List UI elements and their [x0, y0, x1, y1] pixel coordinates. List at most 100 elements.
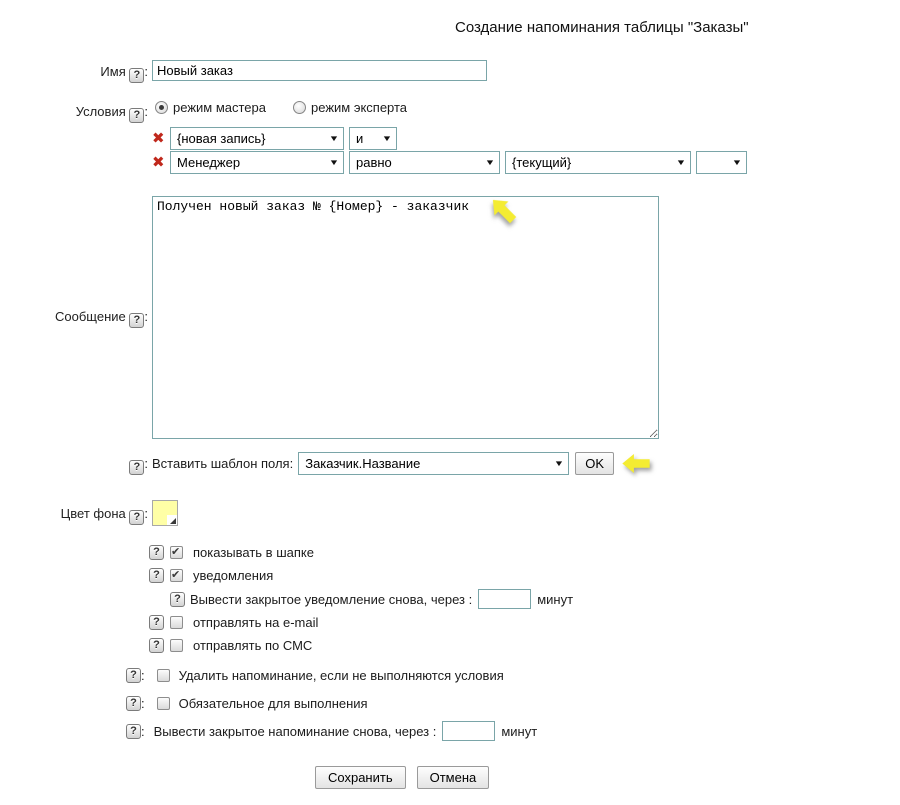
- reopen-notification-suffix: минут: [537, 591, 574, 607]
- help-icon[interactable]: ?: [149, 568, 164, 583]
- conditions-label: Условия ?:: [0, 100, 148, 123]
- insert-template-label: Вставить шаблон поля:: [152, 456, 294, 471]
- option-reopen-reminder-row: ?: Вывести закрытое напоминание снова, ч…: [0, 721, 900, 745]
- mandatory-label: Обязательное для выполнения: [178, 696, 368, 711]
- help-icon[interactable]: ?: [126, 668, 141, 683]
- delete-condition-icon[interactable]: ✖: [152, 129, 165, 147]
- send-sms-checkbox[interactable]: ✔: [170, 639, 183, 652]
- help-icon[interactable]: ?: [129, 68, 145, 83]
- condition-field-value: Менеджер: [177, 155, 241, 170]
- colon: :: [144, 506, 148, 521]
- reopen-reminder-suffix: минут: [501, 723, 538, 739]
- template-field-select[interactable]: Заказчик.Название ▼: [298, 452, 570, 475]
- condition-value-select[interactable]: {текущий} ▼: [505, 151, 691, 174]
- help-icon[interactable]: ?: [149, 545, 164, 560]
- save-button[interactable]: Сохранить: [315, 766, 406, 789]
- chevron-down-icon: ▼: [328, 134, 340, 143]
- insert-template-row: ?: Вставить шаблон поля: Заказчик.Назван…: [0, 452, 900, 476]
- option-delete-if-not-met-row: ?: ✔ Удалить напоминание, если не выполн…: [0, 668, 900, 692]
- name-label: Имя ?:: [0, 60, 148, 83]
- help-icon[interactable]: ?: [126, 723, 141, 739]
- radio-expert-label: режим эксперта: [311, 100, 408, 115]
- option-send-email-row: ? ✔ отправлять на e-mail: [0, 615, 900, 639]
- help-icon[interactable]: ?: [149, 638, 164, 653]
- option-send-sms-row: ? ✔ отправлять по СМС: [0, 638, 900, 662]
- radio-mode-expert[interactable]: режим эксперта: [293, 100, 407, 115]
- condition-row-2: ✖ Менеджер ▼ равно▼ {текущий} ▼ ▼: [0, 151, 900, 175]
- colon: :: [144, 309, 148, 324]
- message-label-text: Сообщение: [55, 309, 126, 324]
- message-label-row: Сообщение ?:: [0, 305, 900, 329]
- colon: :: [144, 456, 148, 471]
- mandatory-checkbox[interactable]: ✔: [156, 697, 170, 710]
- condition-operator-select[interactable]: равно▼: [349, 151, 500, 174]
- background-color-label: Цвет фона ?:: [0, 500, 148, 527]
- check-icon: ✔: [171, 569, 181, 581]
- send-email-checkbox[interactable]: ✔: [170, 616, 183, 629]
- option-show-in-header-row: ? ✔ показывать в шапке: [0, 545, 900, 569]
- condition-row-1: ✖ {новая запись}▼ и▼: [0, 127, 900, 151]
- delete-condition-icon[interactable]: ✖: [152, 153, 165, 171]
- chevron-down-icon: ▼: [731, 158, 743, 167]
- help-icon[interactable]: ?: [170, 591, 185, 607]
- radio-master-icon[interactable]: [155, 101, 168, 114]
- chevron-down-icon: ▼: [675, 158, 687, 167]
- radio-master-label: режим мастера: [173, 100, 266, 115]
- chevron-down-icon: ▼: [381, 134, 393, 143]
- chevron-down-icon: ▼: [553, 459, 565, 468]
- pointer-arrow-icon: [622, 454, 650, 473]
- conditions-mode-row: Условия ?: режим мастера режим эксперта: [0, 100, 900, 124]
- help-icon[interactable]: ?: [149, 615, 164, 630]
- colon: :: [144, 64, 148, 79]
- chevron-down-icon: ▼: [484, 158, 496, 167]
- check-icon: ✔: [171, 546, 181, 558]
- page-title: Создание напоминания таблицы "Заказы": [455, 19, 749, 36]
- radio-expert-icon[interactable]: [293, 101, 306, 114]
- condition-logic-value: и: [356, 131, 364, 146]
- help-icon[interactable]: ?: [129, 313, 145, 328]
- option-mandatory-row: ?: ✔ Обязательное для выполнения: [0, 696, 900, 720]
- help-icon[interactable]: ?: [129, 510, 145, 525]
- chevron-down-icon: ▼: [328, 158, 340, 167]
- conditions-label-text: Условия: [75, 104, 126, 119]
- delete-if-not-met-label: Удалить напоминание, если не выполняются…: [178, 668, 504, 683]
- condition-field-select[interactable]: {новая запись}▼: [170, 127, 344, 150]
- condition-value-text: {текущий}: [512, 155, 572, 170]
- reopen-notification-minutes-input[interactable]: [478, 589, 532, 609]
- notifications-checkbox[interactable]: ✔: [170, 569, 183, 582]
- radio-mode-master[interactable]: режим мастера: [155, 100, 266, 115]
- message-label: Сообщение ?:: [0, 305, 148, 328]
- background-color-label-text: Цвет фона: [60, 506, 126, 521]
- template-field-value: Заказчик.Название: [305, 456, 421, 471]
- delete-if-not-met-checkbox[interactable]: ✔: [156, 669, 170, 682]
- option-notifications-row: ? ✔ уведомления: [0, 568, 900, 592]
- send-sms-label: отправлять по СМС: [193, 638, 313, 653]
- colon: :: [144, 104, 148, 119]
- name-row: Имя ?:: [0, 60, 900, 84]
- condition-field-select[interactable]: Менеджер ▼: [170, 151, 344, 174]
- reopen-reminder-minutes-input[interactable]: [442, 721, 496, 741]
- reopen-reminder-label: Вывести закрытое напоминание снова, чере…: [153, 723, 437, 739]
- help-icon[interactable]: ?: [129, 108, 145, 123]
- reopen-notification-label: Вывести закрытое уведомление снова, чере…: [190, 591, 473, 607]
- show-in-header-label: показывать в шапке: [193, 545, 314, 560]
- condition-logic-select[interactable]: и▼: [349, 127, 397, 150]
- send-email-label: отправлять на e-mail: [193, 615, 319, 630]
- condition-extra-select[interactable]: ▼: [696, 151, 747, 174]
- background-color-row: Цвет фона ?:: [0, 500, 900, 528]
- background-color-swatch[interactable]: [152, 500, 178, 526]
- message-textarea[interactable]: Получен новый заказ № {Номер} - заказчик: [152, 196, 659, 439]
- insert-template-help: ?:: [0, 452, 148, 475]
- name-input[interactable]: [152, 60, 487, 81]
- notifications-label: уведомления: [193, 568, 274, 583]
- ok-button[interactable]: OK: [575, 452, 615, 475]
- show-in-header-checkbox[interactable]: ✔: [170, 546, 183, 559]
- cancel-button[interactable]: Отмена: [416, 766, 490, 789]
- pointer-arrow-icon: [492, 199, 517, 224]
- pointer-arrow-shape: [492, 199, 517, 224]
- swatch-dropdown-icon: [167, 515, 177, 525]
- help-icon[interactable]: ?: [129, 460, 145, 475]
- help-icon[interactable]: ?: [126, 696, 141, 711]
- colon: :: [141, 668, 145, 683]
